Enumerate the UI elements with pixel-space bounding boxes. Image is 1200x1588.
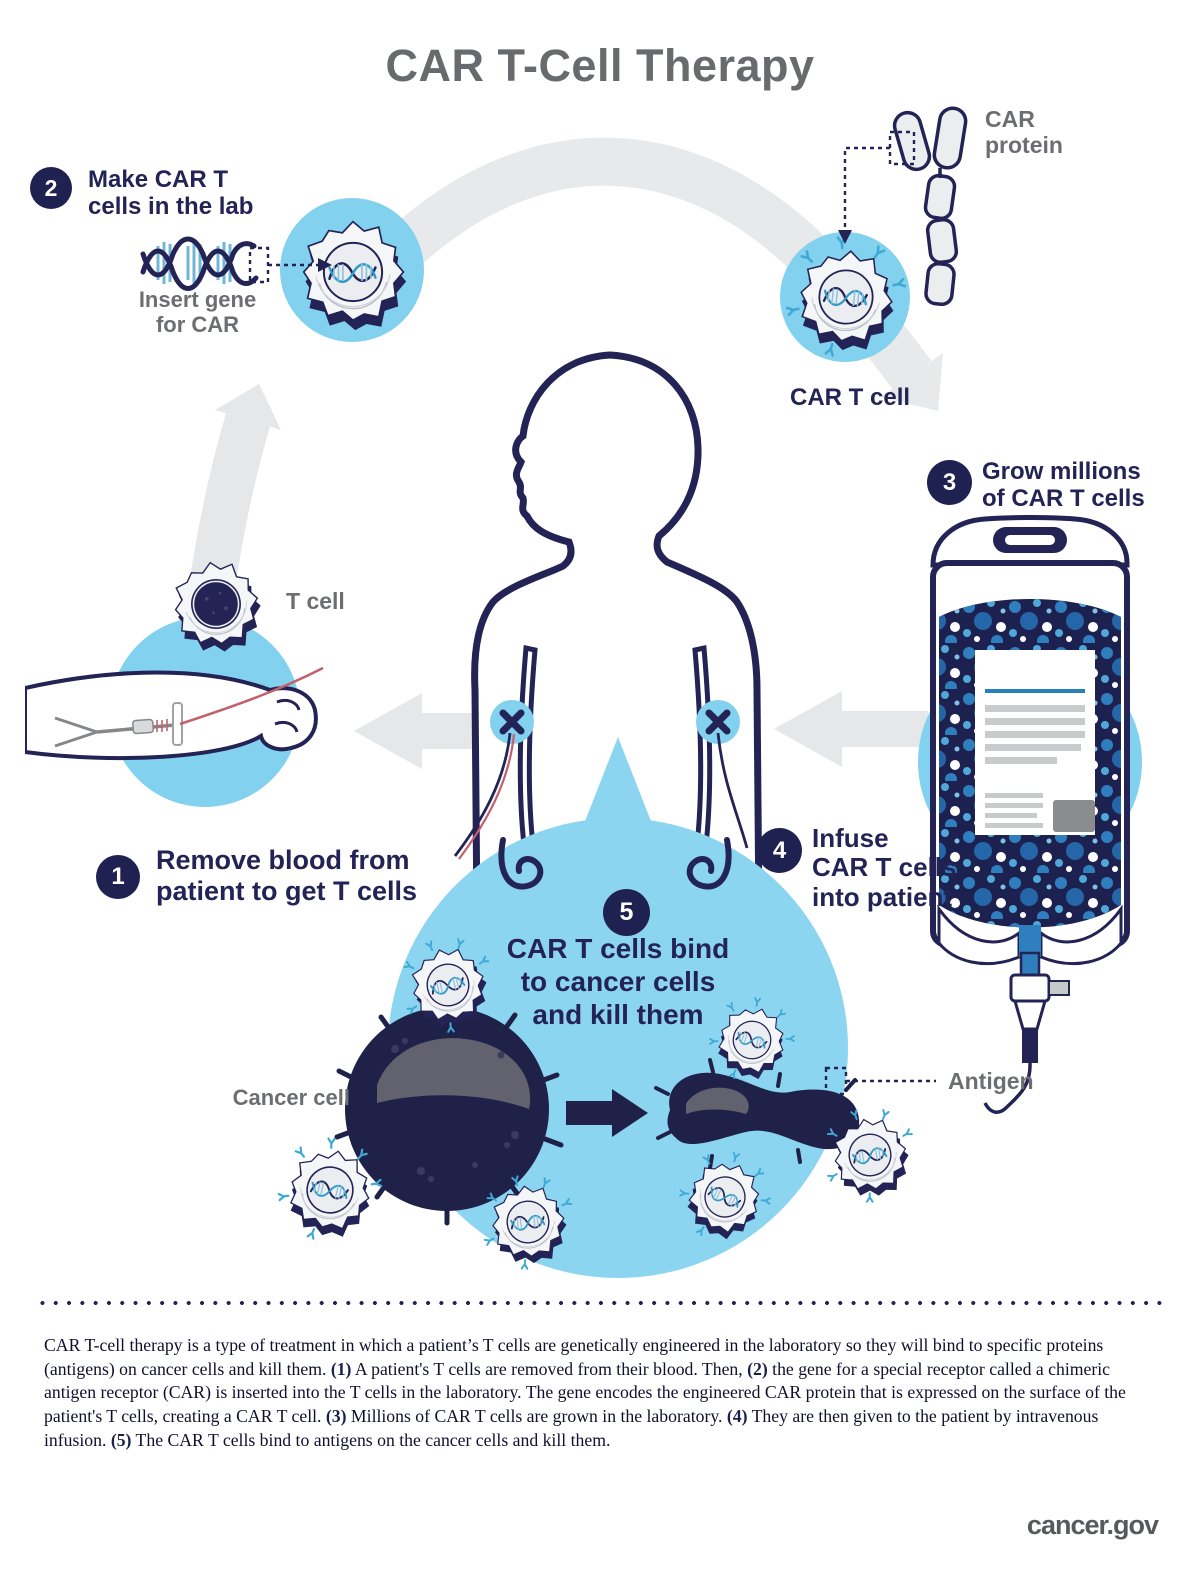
cancer-cell-illustration [334, 992, 564, 1226]
car-t-cell-small [812, 1097, 928, 1213]
step1-badge: 1 [96, 855, 140, 899]
dotted-divider [40, 1300, 1162, 1306]
step2-label: Make CAR T cells in the lab [88, 166, 254, 221]
bag-hanger-slot [1005, 535, 1055, 545]
cancer-cell-label: Cancer cell [232, 1085, 350, 1110]
car-protein-label: CAR protein [985, 106, 1063, 158]
step1-label: Remove blood from patient to get T cells [156, 845, 418, 906]
bag-port-screw [1048, 980, 1070, 996]
right-hand-curl [686, 837, 732, 890]
car-t-cell-small [473, 1167, 583, 1277]
arrow-body-to-arm [354, 693, 492, 769]
dashed-connectors [248, 130, 936, 1112]
arm-shape [25, 670, 318, 761]
arrow-bag-to-body [774, 691, 928, 767]
catheter-y-split [54, 716, 98, 748]
kill-arrow [566, 1089, 648, 1137]
protein-dashed-line [843, 146, 890, 230]
car-protein-illustration [892, 106, 968, 307]
dying-cell-nucleus [686, 1087, 749, 1114]
dna-arrowhead [318, 258, 332, 272]
cancer-cell-speckles [391, 1038, 519, 1182]
protein-dashed-box [888, 130, 916, 166]
left-iv-tube [453, 732, 512, 857]
step4-label: Infuse CAR T cells into patient [812, 823, 957, 912]
right-iv-x-mark [705, 709, 731, 735]
description-paragraph: CAR T-cell therapy is a type of treatmen… [44, 1335, 1126, 1450]
fist-knuckles [274, 698, 301, 733]
blood-tube-red [179, 666, 324, 726]
t-cell-label: T cell [286, 588, 345, 614]
bag-spike [1022, 1029, 1038, 1063]
catheter-hub [132, 718, 155, 735]
antigen-label: Antigen [948, 1068, 1034, 1094]
bag-spout [1019, 925, 1041, 957]
step5-badge: 5 [603, 889, 650, 936]
car-t-cell-label: CAR T cell [790, 384, 911, 411]
cancer-cell-nucleus [377, 1038, 531, 1109]
right-iv-tube [716, 732, 749, 849]
patient-hands [498, 837, 732, 890]
brand-logo: cancer.gov [1026, 1510, 1159, 1540]
body-silhouette [471, 351, 763, 920]
step3-badge: 3 [927, 460, 972, 505]
arrow-step2-to-step3-head [881, 353, 943, 411]
bag-label-lines [985, 705, 1085, 828]
arm-illustration [25, 666, 324, 761]
left-iv-x-mark [499, 709, 525, 735]
dying-cancer-cell-illustration [654, 1058, 868, 1170]
left-iv-tube-red [458, 733, 516, 860]
insert-gene-label: Insert gene for CAR [138, 287, 257, 337]
arrow-arm-to-step2-head [215, 384, 281, 430]
step5-label: CAR T cells bind to cancer cells and kil… [506, 933, 730, 1030]
step3-label: Grow millions of CAR T cells [982, 458, 1145, 513]
bag-label-dark-box [1053, 800, 1095, 832]
step2-badge: 2 [30, 167, 72, 209]
step4-badge: 4 [757, 828, 802, 873]
page-title: CAR T-Cell Therapy [385, 40, 815, 91]
protein-arrowhead [838, 230, 852, 244]
dna-dashed-bracket [248, 246, 270, 284]
iv-bag-illustration [930, 515, 1130, 1114]
patient-body-outline [453, 351, 763, 920]
dna-icon [140, 236, 259, 291]
catheter-ridges [156, 719, 168, 732]
left-hand-curl [498, 837, 544, 890]
car-t-cell-small [265, 1125, 395, 1255]
bag-tube [983, 1062, 1032, 1114]
bag-label-blue-line [985, 689, 1085, 693]
